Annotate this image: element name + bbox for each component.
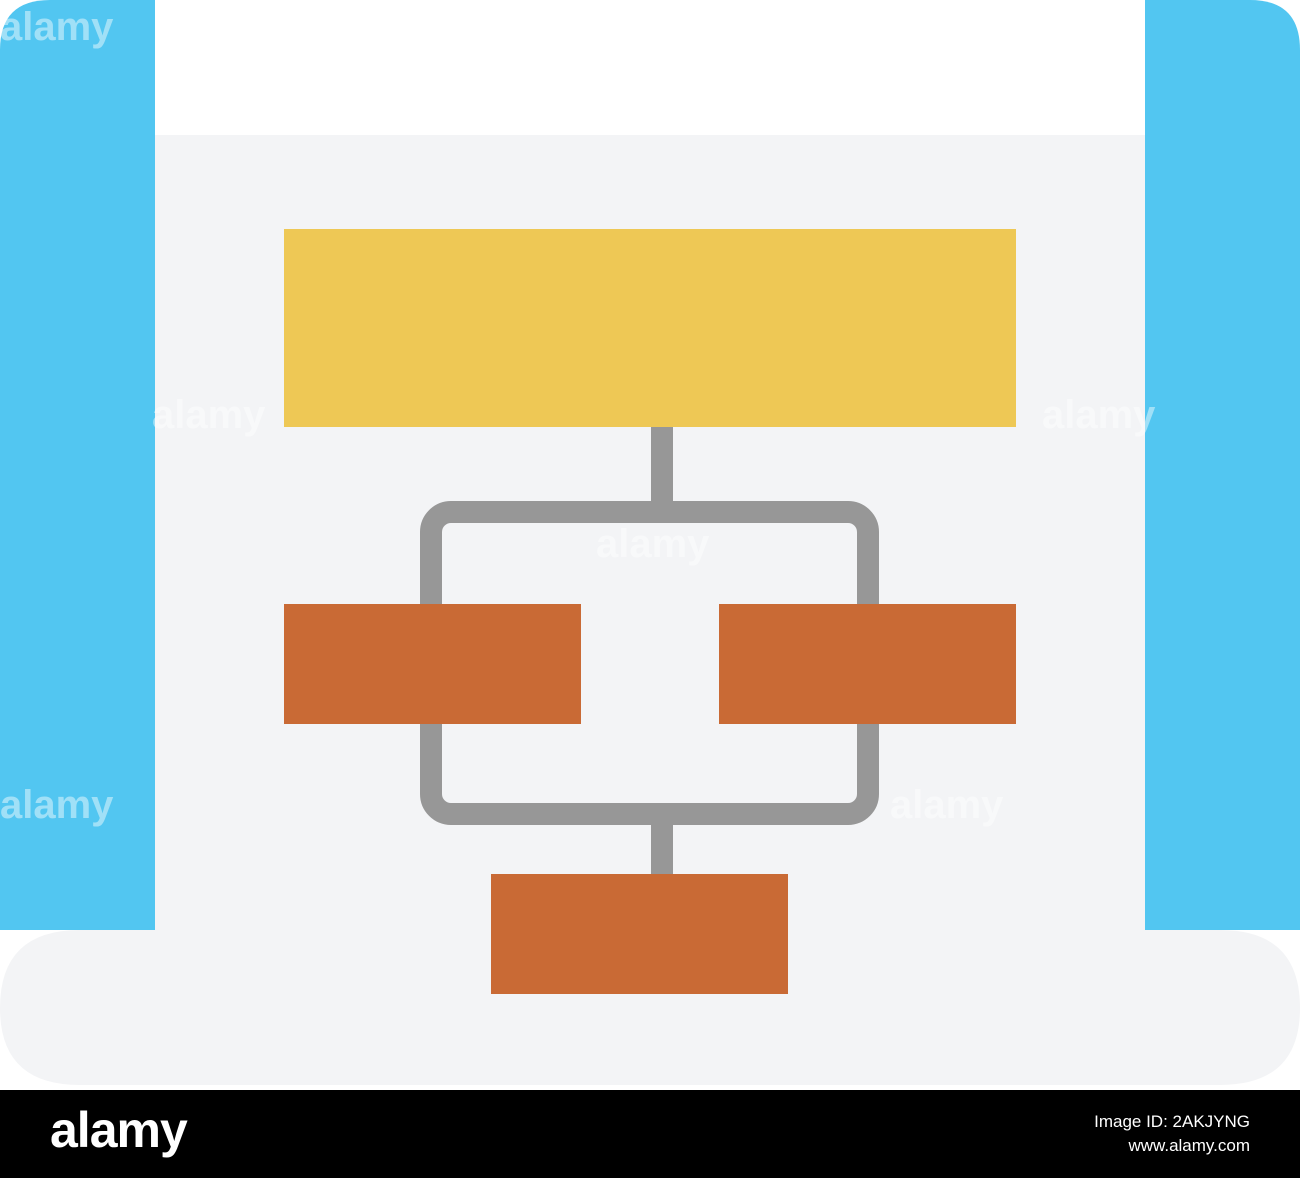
connector-top-stem (651, 426, 673, 516)
footer-url: www.alamy.com (1128, 1136, 1250, 1155)
watermark-4: alamy (1042, 393, 1156, 437)
watermark-6: alamy (890, 783, 1004, 827)
flowchart-node-right (719, 604, 1016, 724)
footer-brand-logo: alamy (50, 1102, 188, 1158)
paper-sheet-curl-bottom (0, 930, 1300, 1085)
connector-bottom-stem (651, 812, 673, 878)
watermark-3: alamy (596, 522, 710, 566)
flowchart-node-bottom (491, 874, 788, 994)
footer-bar (0, 1090, 1300, 1178)
flowchart-document-illustration: alamy alamy alamy alamy alamy alamy (0, 0, 1300, 1085)
flowchart-header-box (284, 229, 1016, 427)
watermark-1: alamy (0, 5, 114, 49)
scroll-right-roller (1145, 0, 1300, 930)
watermark-2: alamy (152, 393, 266, 437)
footer-image-id: Image ID: 2AKJYNG (1094, 1112, 1250, 1131)
watermark-5: alamy (0, 783, 114, 827)
paper-sheet-top-strip (155, 0, 1145, 135)
flowchart-node-left (284, 604, 581, 724)
scroll-left-roller (0, 0, 155, 930)
